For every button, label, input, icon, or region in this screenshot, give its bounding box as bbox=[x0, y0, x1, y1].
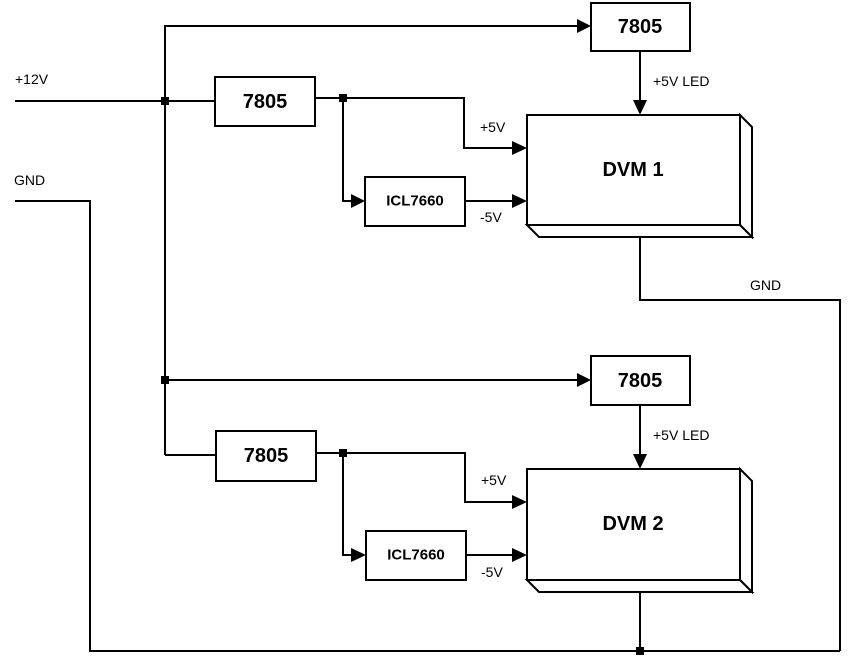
junction-dot bbox=[161, 376, 169, 384]
dvm-1-ground-wire bbox=[639, 237, 841, 651]
junction-dot bbox=[161, 97, 169, 105]
led-regulator-1-label: 7805 bbox=[618, 16, 663, 38]
converter-2-feed-wire bbox=[342, 453, 352, 556]
led-regulator-2-label: 7805 bbox=[618, 370, 663, 392]
converter-1-label: ICL7660 bbox=[386, 193, 444, 210]
supply-bus-wire bbox=[164, 25, 581, 455]
led-rail-2-label: +5V LED bbox=[653, 427, 709, 443]
regulator-2-block bbox=[215, 430, 317, 482]
arrow-right-icon bbox=[577, 373, 591, 387]
neg-rail-1-label: -5V bbox=[480, 209, 502, 225]
channel-1: 7805 +5V LED 7805 +5V ICL7660 -5V DVM 1 … bbox=[214, 2, 841, 651]
arrow-right-icon bbox=[351, 194, 365, 208]
neg-rail-2-label: -5V bbox=[481, 564, 503, 580]
converter-2-label: ICL7660 bbox=[387, 547, 445, 564]
arrow-right-icon bbox=[351, 548, 366, 562]
pos-rail-2-wire bbox=[316, 452, 513, 503]
regulator-1-label: 7805 bbox=[243, 91, 288, 113]
arrow-right-icon bbox=[512, 194, 527, 208]
dvm-1-label: DVM 1 bbox=[602, 159, 663, 181]
arrow-right-icon bbox=[512, 548, 527, 562]
led-regulator-2-block bbox=[590, 355, 691, 406]
ground-return-wire bbox=[15, 200, 840, 652]
regulator-2-label: 7805 bbox=[244, 445, 289, 467]
pos-rail-1-label: +5V bbox=[480, 119, 506, 135]
converter-2-block bbox=[365, 530, 467, 581]
dvm-2-label: DVM 2 bbox=[602, 513, 663, 535]
regulator-1-block bbox=[214, 76, 316, 127]
converter-1-block bbox=[364, 176, 466, 227]
arrow-down-icon bbox=[633, 100, 647, 115]
dvm-1-ground-label: GND bbox=[750, 277, 781, 293]
dvm-2-block: DVM 2 bbox=[524, 466, 755, 595]
pos-rail-2-label: +5V bbox=[481, 472, 507, 488]
supply-12v-label: +12V bbox=[15, 71, 49, 87]
pos-rail-1-wire bbox=[315, 97, 513, 149]
channel-2: 7805 +5V LED 7805 +5V ICL7660 -5V DVM 2 bbox=[215, 355, 755, 655]
arrow-down-icon bbox=[633, 454, 647, 469]
converter-1-feed-wire bbox=[342, 98, 352, 202]
arrow-right-icon bbox=[512, 141, 527, 155]
arrow-right-icon bbox=[512, 495, 527, 509]
led-rail-1-label: +5V LED bbox=[653, 73, 709, 89]
supply-12v-net bbox=[15, 25, 581, 456]
dvm-1-block: DVM 1 bbox=[524, 112, 755, 240]
ground-input-label: GND bbox=[14, 172, 45, 188]
arrow-right-icon bbox=[577, 19, 591, 33]
